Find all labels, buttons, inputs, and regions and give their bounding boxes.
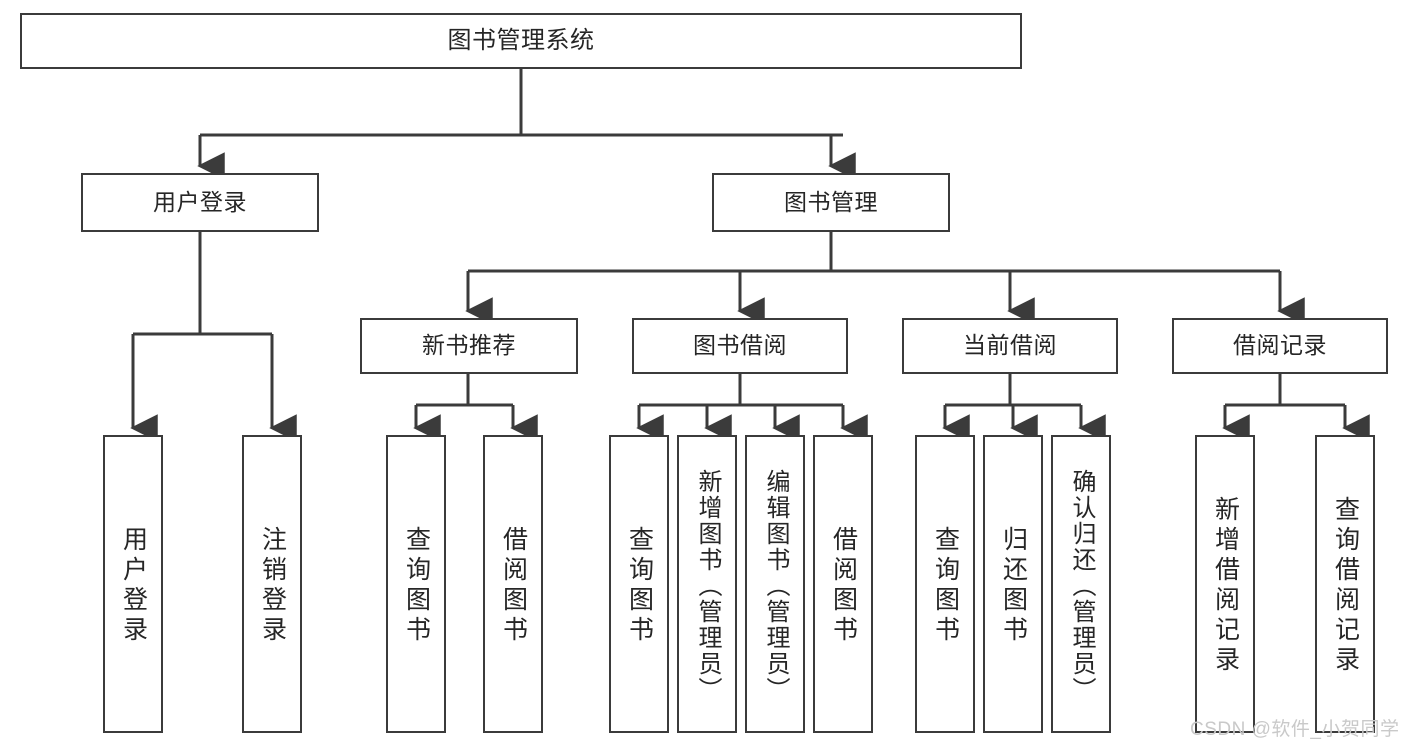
node-leaf-user-logout[interactable]: 注销登录 bbox=[242, 435, 302, 733]
node-leaf-borrow-book-rec[interactable]: 借阅图书 bbox=[483, 435, 543, 733]
node-leaf-edit-book[interactable]: 编辑图书（管理员） bbox=[745, 435, 805, 733]
node-current-borrow[interactable]: 当前借阅 bbox=[902, 318, 1118, 374]
node-borrow-record[interactable]: 借阅记录 bbox=[1172, 318, 1388, 374]
node-leaf-query-book-cur-label: 查询图书 bbox=[931, 526, 960, 646]
node-book-borrow[interactable]: 图书借阅 bbox=[632, 318, 848, 374]
node-new-book-rec[interactable]: 新书推荐 bbox=[360, 318, 578, 374]
node-leaf-edit-book-label: 编辑图书（管理员） bbox=[762, 469, 789, 703]
node-root-label: 图书管理系统 bbox=[447, 26, 595, 54]
node-leaf-user-login[interactable]: 用户登录 bbox=[103, 435, 163, 733]
node-user-login-label: 用户登录 bbox=[153, 188, 247, 215]
node-book-manage-label: 图书管理 bbox=[784, 188, 878, 215]
node-leaf-query-book-cur[interactable]: 查询图书 bbox=[915, 435, 975, 733]
node-leaf-query-book-rec-label: 查询图书 bbox=[402, 526, 431, 646]
node-leaf-add-book[interactable]: 新增图书（管理员） bbox=[677, 435, 737, 733]
node-leaf-confirm-return[interactable]: 确认归还（管理员） bbox=[1051, 435, 1111, 733]
node-leaf-query-book-rec[interactable]: 查询图书 bbox=[386, 435, 446, 733]
node-book-manage[interactable]: 图书管理 bbox=[712, 173, 950, 232]
node-user-login[interactable]: 用户登录 bbox=[81, 173, 319, 232]
node-leaf-borrow-book-rec-label: 借阅图书 bbox=[499, 526, 528, 646]
node-root[interactable]: 图书管理系统 bbox=[20, 13, 1022, 69]
csdn-watermark: CSDN @软件_小贺同学 bbox=[1190, 719, 1400, 740]
node-leaf-user-logout-label: 注销登录 bbox=[258, 526, 287, 646]
node-leaf-add-record-label: 新增借阅记录 bbox=[1211, 496, 1240, 676]
node-leaf-user-login-label: 用户登录 bbox=[119, 526, 148, 646]
node-current-borrow-label: 当前借阅 bbox=[963, 332, 1057, 359]
node-leaf-query-book-borrow-label: 查询图书 bbox=[625, 526, 654, 646]
node-leaf-query-record[interactable]: 查询借阅记录 bbox=[1315, 435, 1375, 733]
node-leaf-query-book-borrow[interactable]: 查询图书 bbox=[609, 435, 669, 733]
node-leaf-borrow-book-label: 借阅图书 bbox=[829, 526, 858, 646]
node-leaf-add-record[interactable]: 新增借阅记录 bbox=[1195, 435, 1255, 733]
node-leaf-add-book-label: 新增图书（管理员） bbox=[694, 469, 721, 703]
node-new-book-rec-label: 新书推荐 bbox=[422, 332, 516, 359]
node-book-borrow-label: 图书借阅 bbox=[693, 332, 787, 359]
node-borrow-record-label: 借阅记录 bbox=[1233, 332, 1327, 359]
node-leaf-borrow-book[interactable]: 借阅图书 bbox=[813, 435, 873, 733]
node-leaf-return-book[interactable]: 归还图书 bbox=[983, 435, 1043, 733]
node-leaf-confirm-return-label: 确认归还（管理员） bbox=[1068, 469, 1095, 703]
node-leaf-return-book-label: 归还图书 bbox=[999, 526, 1028, 646]
node-leaf-query-record-label: 查询借阅记录 bbox=[1331, 496, 1360, 676]
